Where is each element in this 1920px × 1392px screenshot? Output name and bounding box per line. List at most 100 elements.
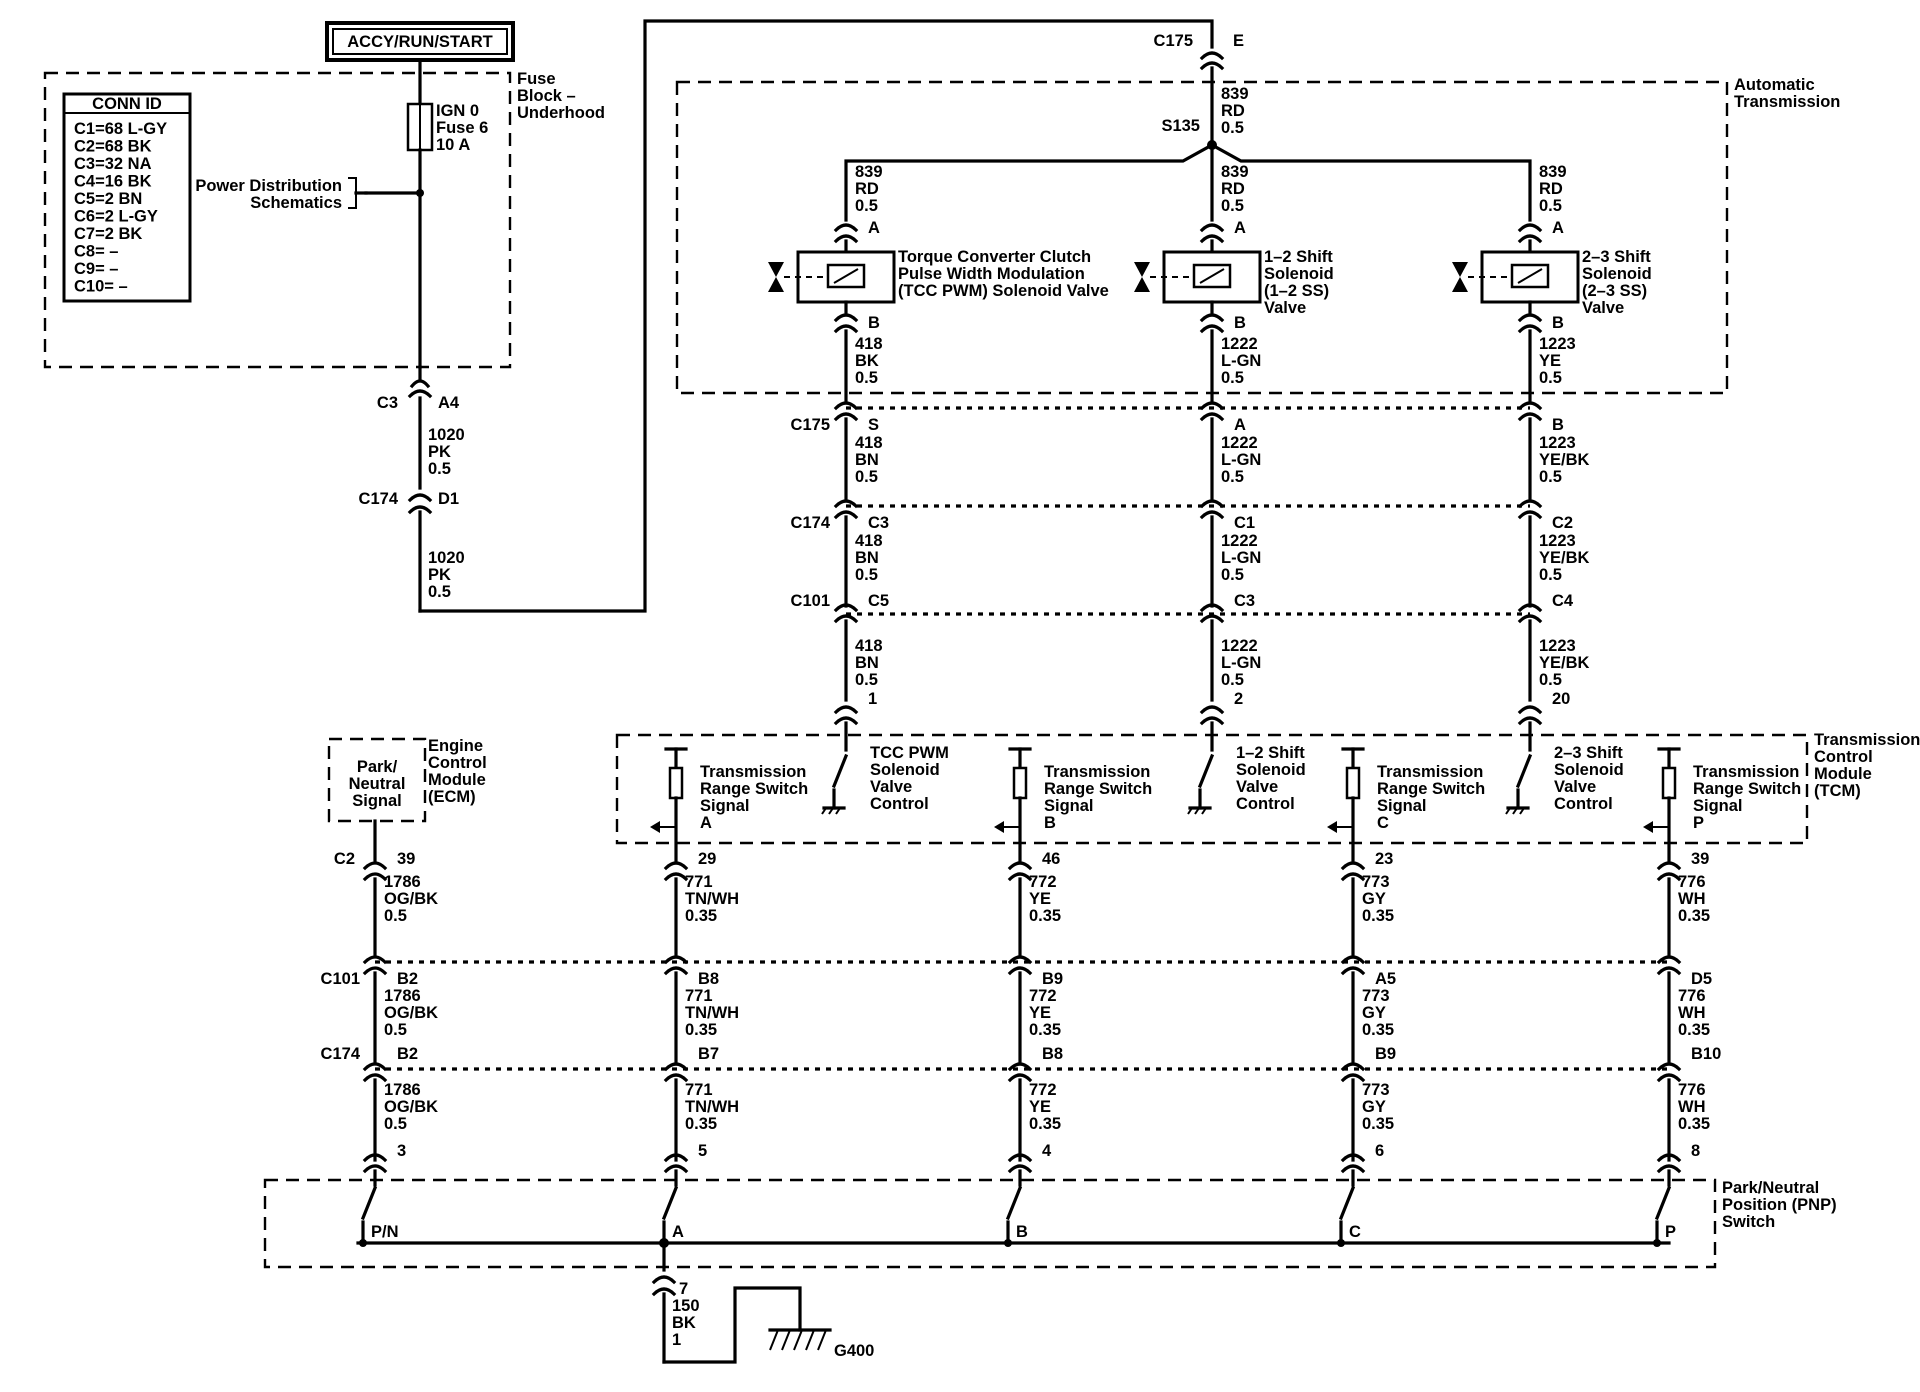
tcm-boundary (615, 733, 1809, 845)
c175-top-pin: E (1233, 32, 1244, 50)
range-signal-b-seg1-0: 772 (1029, 873, 1057, 891)
connector-arc (1656, 1062, 1682, 1072)
ecm-name-4: (ECM) (428, 788, 476, 806)
conn-id-item: C10= – (74, 278, 128, 296)
connector-arc (1007, 966, 1033, 976)
connector-arc (833, 234, 859, 244)
range-signal-label: Signal (1377, 797, 1427, 815)
connector-arc (1517, 510, 1543, 520)
connector-arc (362, 1073, 388, 1083)
connector-arc (833, 716, 859, 726)
range-signal-b-seg3-1: YE (1029, 1098, 1051, 1116)
ignition-label: ACCY/RUN/START (347, 33, 492, 51)
range-signal-b-seg3-0: 772 (1029, 1081, 1057, 1099)
valve-icon (1452, 262, 1468, 292)
solenoid-c174-pin: C3 (868, 514, 889, 532)
tcm: Transmission Control Module (TCM) (615, 731, 1920, 845)
connector-arc (1007, 1153, 1033, 1163)
solenoid-seg2-1: BN (855, 549, 879, 567)
solenoid-seg1-1: YE/BK (1539, 451, 1590, 469)
solenoid-seg3-0: 418 (855, 637, 883, 655)
range-signal-label: Range Switch (1693, 780, 1801, 798)
pnp-boundary (263, 1178, 1717, 1269)
connector-arc (1656, 1153, 1682, 1163)
range-signal-b-seg1-1: YE (1029, 890, 1051, 908)
solenoid-out-2: 0.5 (855, 369, 878, 387)
connector-arc (1656, 1164, 1682, 1174)
range-signal-a-c174-pin: B7 (698, 1045, 719, 1063)
fuse-label-3: 10 A (436, 136, 470, 154)
pnp-name-3: Switch (1722, 1213, 1775, 1231)
feed-seg2-c: 0.5 (428, 583, 451, 601)
c175-label: C175 (791, 416, 830, 434)
solenoid-feed-0: 839 (1221, 163, 1249, 181)
tcm-name-3: Module (1814, 765, 1872, 783)
solenoid-feed-0: 839 (855, 163, 883, 181)
solenoid-tcm-pin: 20 (1552, 690, 1570, 708)
range-signal-c-seg3-0: 773 (1362, 1081, 1390, 1099)
range-signal-c-pnp-pin: 6 (1375, 1142, 1384, 1160)
solenoid-seg3-2: 0.5 (1539, 671, 1562, 689)
range-signal-b-pnp-pin: 4 (1042, 1142, 1052, 1160)
range-signal-a-seg1-1: TN/WH (685, 890, 739, 908)
c101-lower-label: C101 (321, 970, 360, 988)
connector-arc (1007, 872, 1033, 882)
connector-arc (1517, 412, 1543, 422)
solenoid-coil-icon (1510, 263, 1550, 289)
connector-arc (1517, 603, 1543, 613)
input-arrow-icon (1643, 821, 1653, 833)
connector-arc (362, 1164, 388, 1174)
driver-switch (1515, 753, 1533, 789)
range-signal-a-contact-label: A (672, 1223, 684, 1241)
range-signal-p-seg1-1: WH (1678, 890, 1706, 908)
connector-arc (833, 324, 859, 334)
range-signal-c-seg2-1: GY (1362, 1004, 1386, 1022)
connector-arc (1199, 234, 1225, 244)
connector-arc (833, 313, 859, 323)
solenoid-c174-pin: C2 (1552, 514, 1573, 532)
range-signal-label: Range Switch (700, 780, 808, 798)
solenoid-name: (1–2 SS) (1264, 282, 1329, 300)
range-signal-a-seg2-1: TN/WH (685, 1004, 739, 1022)
range-signal-a-seg2-2: 0.35 (685, 1021, 717, 1039)
lower-wires-layer: 391786OG/BK0.5B21786OG/BK0.5B21786OG/BK0… (334, 747, 1801, 1247)
solenoid-out-0: 418 (855, 335, 883, 353)
ground-wire-c: 1 (672, 1331, 681, 1349)
connector-arc (1340, 861, 1366, 871)
connector-arc (1007, 1073, 1033, 1083)
conn-id-item: C3=32 NA (74, 155, 152, 173)
connector-arc (663, 1153, 689, 1163)
range-signal-b-seg1-2: 0.35 (1029, 907, 1061, 925)
range-signal-c-c174-pin: B9 (1375, 1045, 1396, 1063)
ecm-branch-seg3-1: OG/BK (384, 1098, 438, 1116)
range-signal-p-seg2-1: WH (1678, 1004, 1706, 1022)
ecm-branch-pnp-pin: 3 (397, 1142, 406, 1160)
solenoid-pin-a: A (1234, 219, 1246, 237)
connector-arc (663, 955, 689, 965)
connector-arc (1517, 614, 1543, 624)
solenoid-c101-pin: C5 (868, 592, 889, 610)
solenoid-out-1: BK (855, 352, 879, 370)
connector-arc (1340, 1062, 1366, 1072)
range-signal-p-c174-pin: B10 (1691, 1045, 1721, 1063)
solenoid-seg3-0: 1222 (1221, 637, 1258, 655)
range-signal-c-seg1-0: 773 (1362, 873, 1390, 891)
solenoid-seg2-1: L-GN (1221, 549, 1261, 567)
connector-arc (1007, 1062, 1033, 1072)
solenoid-c175-pin: A (1234, 416, 1246, 434)
fuse-label-1: IGN 0 (436, 102, 479, 120)
connector-arc (663, 872, 689, 882)
solenoid-name: Valve (1264, 299, 1306, 317)
solenoid-pin-a: A (1552, 219, 1564, 237)
inline-connectors: C175 C174 C101 C101 C174 (321, 406, 1670, 1071)
range-signal-label: Signal (700, 797, 750, 815)
solenoid-seg1-0: 1223 (1539, 434, 1576, 452)
ecm-name-2: Control (428, 754, 487, 772)
conn-id-item: C1=68 L-GY (74, 120, 167, 138)
